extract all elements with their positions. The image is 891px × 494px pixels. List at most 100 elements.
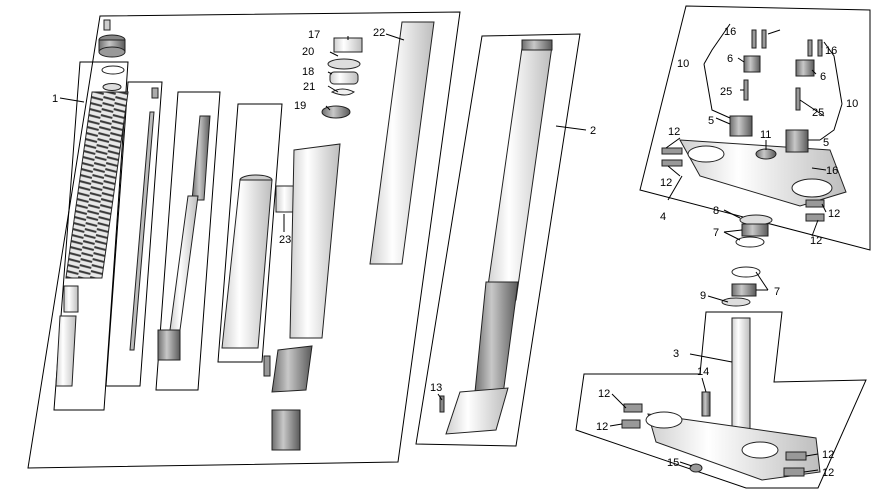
bolt-12-d [805,213,825,222]
callout-21: 21 [303,81,315,93]
fork-lower-leg [473,281,519,403]
ring-18 [329,71,359,85]
bolt-25-right [795,87,801,111]
cartridge-tube [169,195,199,331]
bolt-16-d [817,39,823,57]
washer-9 [721,297,751,307]
callout-12-h: 12 [822,467,834,479]
callout-14: 14 [697,366,709,378]
bolt-16-b [761,29,767,49]
callout-12-d: 12 [810,235,822,247]
callout-10-left: 10 [677,58,689,70]
bolt-12-c [805,199,825,208]
callout-3: 3 [673,348,679,360]
lower-bore-right [741,441,779,459]
race-7-top [735,236,765,248]
bolt-13 [439,395,445,413]
callout-12-e: 12 [598,388,610,400]
callout-8: 8 [713,205,719,217]
group-frame-top-clamp [639,5,871,251]
clip-21 [330,88,355,96]
callout-18: 18 [302,66,314,78]
callout-5-right: 5 [823,137,829,149]
callout-20: 20 [302,46,314,58]
spring-spacer [63,285,79,313]
callout-12-b: 12 [660,177,672,189]
washer [102,83,122,91]
bearing-7-top [741,223,769,237]
slider-tube [289,143,341,339]
callout-16-right: 16 [825,45,837,57]
bolt-16-c [807,39,813,57]
axle-clamp [271,345,313,393]
callout-2: 2 [590,125,596,137]
callout-7-bottom: 7 [774,286,780,298]
callout-25-right: 25 [812,107,824,119]
callout-15: 15 [667,457,679,469]
bolt-25-left [743,79,749,101]
fork-outer-tube [485,45,553,301]
group-frame-lower-clamp [575,311,867,489]
callout-7-top: 7 [713,227,719,239]
damper-body [55,315,77,387]
fork-axle-foot [445,387,509,435]
callout-1: 1 [52,93,58,105]
cartridge-upper [191,115,211,201]
cartridge-valve [157,329,181,361]
washer-20 [327,58,361,70]
callout-25-left: 25 [720,86,732,98]
callout-13: 13 [430,382,442,394]
seal-ring [101,65,125,75]
strip-frame-inner-tube [217,103,283,363]
callout-12-f: 12 [596,421,608,433]
inner-tube [221,179,273,349]
strip-frame-spring [53,61,129,411]
callout-16-clamp: 16 [826,165,838,177]
callout-6-right: 6 [820,71,826,83]
bolt-16-a [751,29,757,49]
outer-tube [369,21,435,265]
callout-12-a: 12 [668,126,680,138]
clamp-bore-left [687,145,725,163]
riser-5-right [785,129,809,153]
callout-22: 22 [373,27,385,39]
rod-tip [151,87,159,99]
callout-4: 4 [660,211,666,223]
bolt-12-f [621,419,641,429]
foot-valve [271,409,301,451]
nut-11 [755,148,777,160]
lower-bore-left [645,411,683,429]
bolt-12-g [785,451,807,461]
bolt-12-a [661,147,683,155]
steering-stem [731,317,751,439]
fork-spring [65,91,129,279]
race-7-bottom [731,266,761,278]
callout-10-right: 10 [846,98,858,110]
callout-11: 11 [760,129,771,141]
seal-19 [321,105,351,119]
bolt-12-b [661,159,683,167]
leader-lines [59,23,843,473]
nut-15 [689,463,703,473]
bearing-7-bottom [731,283,757,297]
group-frame-assembled-fork [415,33,581,447]
callout-6-left: 6 [727,53,733,65]
clamp-bolt [263,355,271,377]
callout-12-g: 12 [822,449,834,461]
strip-frame-cartridge [155,91,221,391]
callout-16-left: 16 [724,26,736,38]
bushing-20 [333,37,363,53]
strip-frame-rod [105,81,163,387]
callout-12-c: 12 [828,208,840,220]
clamp-bore-right [791,178,833,198]
fork-top-cap [521,39,553,51]
callout-19: 19 [294,100,306,112]
group-frame-fork-internals [27,11,461,469]
top-cap [98,19,126,58]
bolt-12-h [783,467,805,477]
callout-17: 17 [308,29,320,41]
callout-23: 23 [279,234,291,246]
riser-6-right [795,59,815,77]
riser-6-left [743,55,761,73]
